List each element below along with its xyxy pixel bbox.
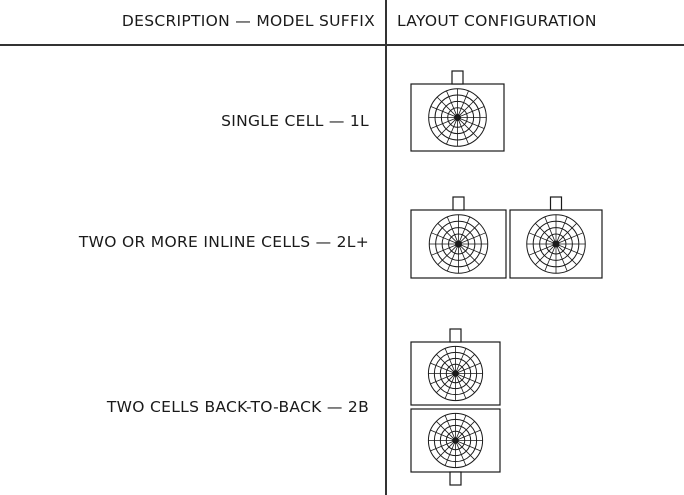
fan-cell-icon: [526, 214, 586, 274]
connection-tab: [449, 471, 462, 486]
connection-tab: [549, 196, 563, 211]
layout-single-cell: [410, 70, 505, 152]
row-label-single-cell: SINGLE CELL — 1L: [221, 112, 369, 130]
layout-inline-cells: [410, 196, 603, 279]
connection-tab: [452, 196, 465, 211]
layout-column-header: LAYOUT CONFIGURATION: [397, 12, 597, 30]
cell-unit: [410, 70, 505, 152]
connection-tab: [449, 328, 462, 343]
cell-unit: [410, 408, 501, 486]
cell-unit: [410, 328, 501, 406]
row-label-back-to-back: TWO CELLS BACK-TO-BACK — 2B: [106, 398, 369, 416]
row-label-inline-cells: TWO OR MORE INLINE CELLS — 2L+: [78, 233, 369, 251]
fan-cell-icon: [428, 214, 489, 274]
connection-tab: [451, 70, 464, 85]
cell-unit: [410, 196, 507, 279]
layout-back-to-back: [410, 328, 501, 486]
fan-cell-icon: [428, 88, 487, 147]
fan-cell-icon: [427, 412, 484, 469]
header-divider: [0, 44, 684, 46]
fan-cell-icon: [427, 345, 484, 402]
column-divider: [385, 0, 387, 495]
cell-unit: [509, 196, 603, 279]
description-column-header: DESCRIPTION — MODEL SUFFIX: [121, 12, 375, 30]
